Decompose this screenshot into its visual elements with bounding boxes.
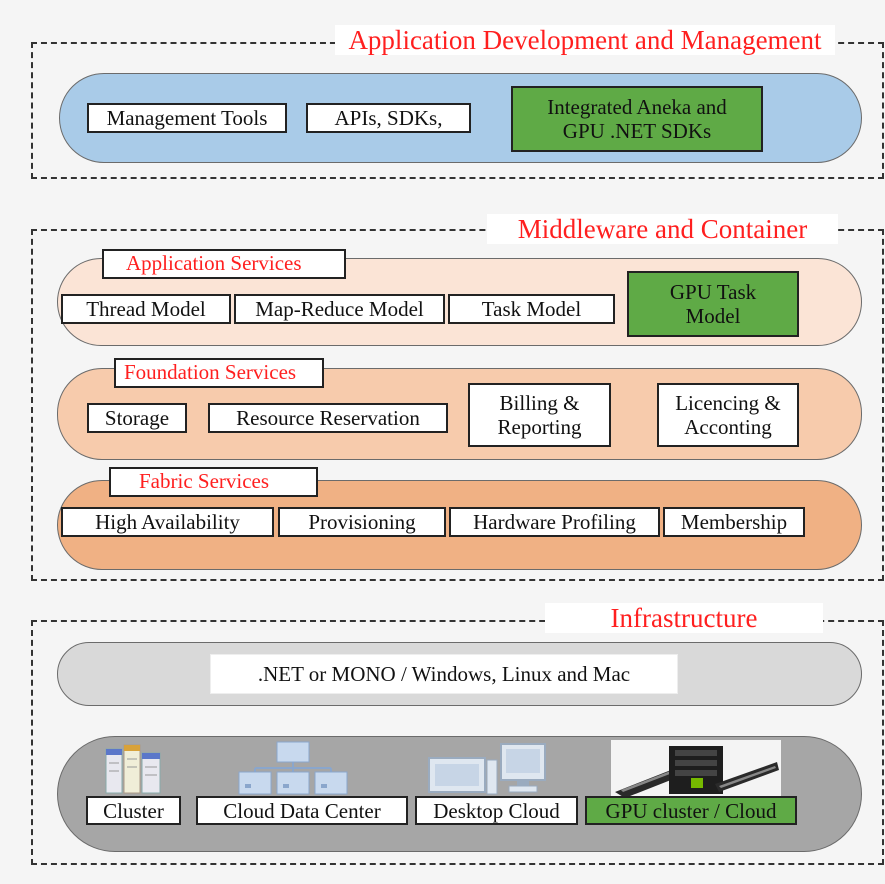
- task-model-box: Task Model: [448, 294, 615, 324]
- cluster-box: Cluster: [86, 796, 181, 825]
- hardware-profiling-box: Hardware Profiling: [449, 507, 660, 537]
- cloud-data-center-box: Cloud Data Center: [196, 796, 408, 825]
- desktop-cloud-box: Desktop Cloud: [415, 796, 578, 825]
- billing-reporting-box: Billing & Reporting: [468, 383, 611, 447]
- apis-sdks-box: APIs, SDKs,: [306, 103, 471, 133]
- server-rack-icon: [105, 744, 161, 794]
- gpu-task-model-box: GPU Task Model: [627, 271, 799, 337]
- middleware-layer-section: [31, 229, 884, 581]
- infrastructure-layer-section: [31, 620, 884, 865]
- map-reduce-model-box: Map-Reduce Model: [234, 294, 445, 324]
- application-services-label: Application Services: [102, 249, 346, 279]
- middleware-layer-title: Middleware and Container: [487, 214, 838, 244]
- storage-box: Storage: [87, 403, 187, 433]
- membership-box: Membership: [663, 507, 805, 537]
- fabric-services-label: Fabric Services: [109, 467, 318, 497]
- gpu-cluster-cloud-box: GPU cluster / Cloud: [585, 796, 797, 825]
- management-tools-box: Management Tools: [87, 103, 287, 133]
- provisioning-box: Provisioning: [278, 507, 446, 537]
- infrastructure-layer-title: Infrastructure: [545, 603, 823, 633]
- application-layer-title: Application Development and Management: [335, 25, 835, 55]
- platform-box: .NET or MONO / Windows, Linux and Mac: [210, 654, 678, 694]
- high-availability-box: High Availability: [61, 507, 274, 537]
- foundation-services-label: Foundation Services: [114, 358, 324, 388]
- thread-model-box: Thread Model: [61, 294, 231, 324]
- resource-reservation-box: Resource Reservation: [208, 403, 448, 433]
- desktop-computers-icon: [428, 743, 546, 795]
- licencing-accounting-box: Licencing & Acconting: [657, 383, 799, 447]
- gpu-hardware-icon: [611, 740, 781, 798]
- data-center-icon: [238, 741, 348, 795]
- integrated-aneka-gpu-sdks-box: Integrated Aneka and GPU .NET SDKs: [511, 86, 763, 152]
